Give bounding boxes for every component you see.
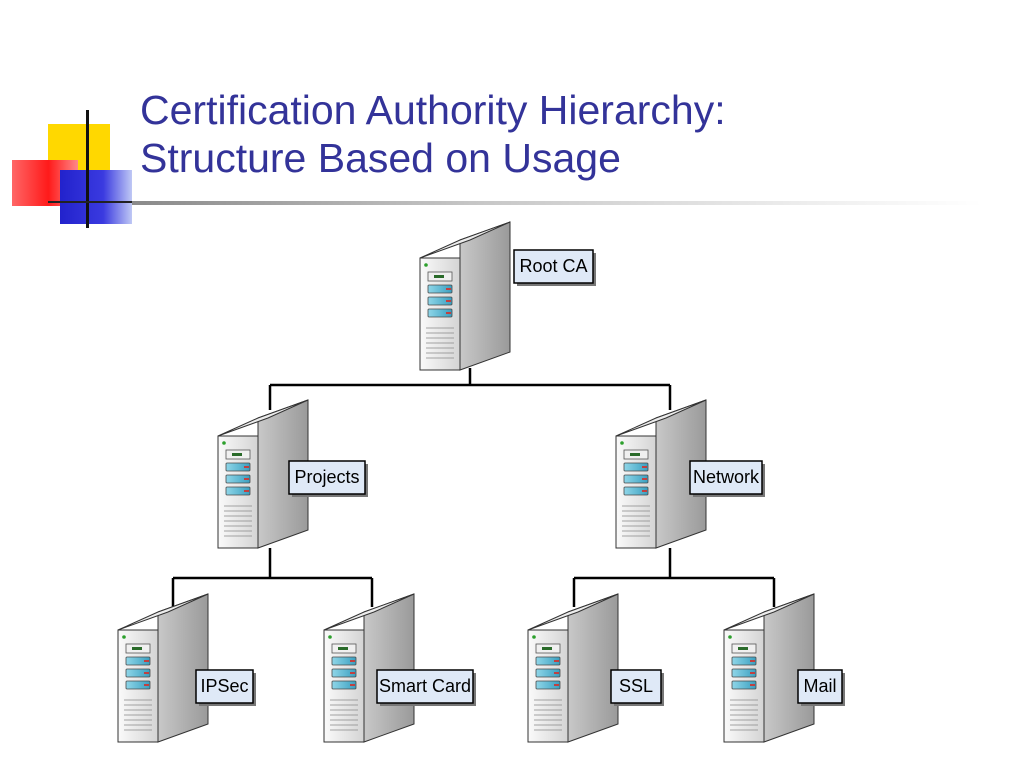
server-tower-icon	[723, 593, 815, 743]
node-label-projects: Projects	[294, 467, 359, 487]
decor-blue-square	[60, 170, 132, 224]
decor-vertical-line	[86, 110, 89, 228]
node-label-root-ca: Root CA	[519, 256, 587, 276]
label-box	[195, 669, 254, 704]
server-tower-icon	[527, 593, 619, 743]
server-tower-icon	[419, 221, 511, 371]
server-tower-icon	[117, 593, 209, 743]
node-ssl: SSL	[527, 593, 664, 743]
node-projects: Projects	[217, 399, 368, 549]
node-smart-card: Smart Card	[323, 593, 476, 743]
label-box	[288, 460, 366, 495]
node-network: Network	[615, 399, 765, 549]
decor-horizontal-line	[48, 201, 178, 203]
node-label-mail: Mail	[803, 676, 836, 696]
slide-title-line-2: Structure Based on Usage	[140, 135, 621, 181]
slide-title: Certification Authority Hierarchy: Struc…	[140, 86, 1000, 182]
server-tower-icon	[323, 593, 415, 743]
label-box	[513, 249, 594, 284]
label-box	[610, 669, 662, 704]
connector-lines	[171, 368, 776, 607]
node-label-ssl: SSL	[619, 676, 653, 696]
node-label-smart-card: Smart Card	[379, 676, 471, 696]
slide-title-line-1: Certification Authority Hierarchy:	[140, 87, 726, 133]
label-box	[797, 669, 843, 704]
node-mail: Mail	[723, 593, 845, 743]
label-box	[689, 460, 763, 495]
node-ipsec: IPSec	[117, 593, 256, 743]
title-underline-rule	[132, 201, 982, 205]
node-root-ca: Root CA	[419, 221, 596, 371]
node-label-network: Network	[693, 467, 760, 487]
label-box	[376, 669, 474, 704]
node-label-ipsec: IPSec	[200, 676, 248, 696]
